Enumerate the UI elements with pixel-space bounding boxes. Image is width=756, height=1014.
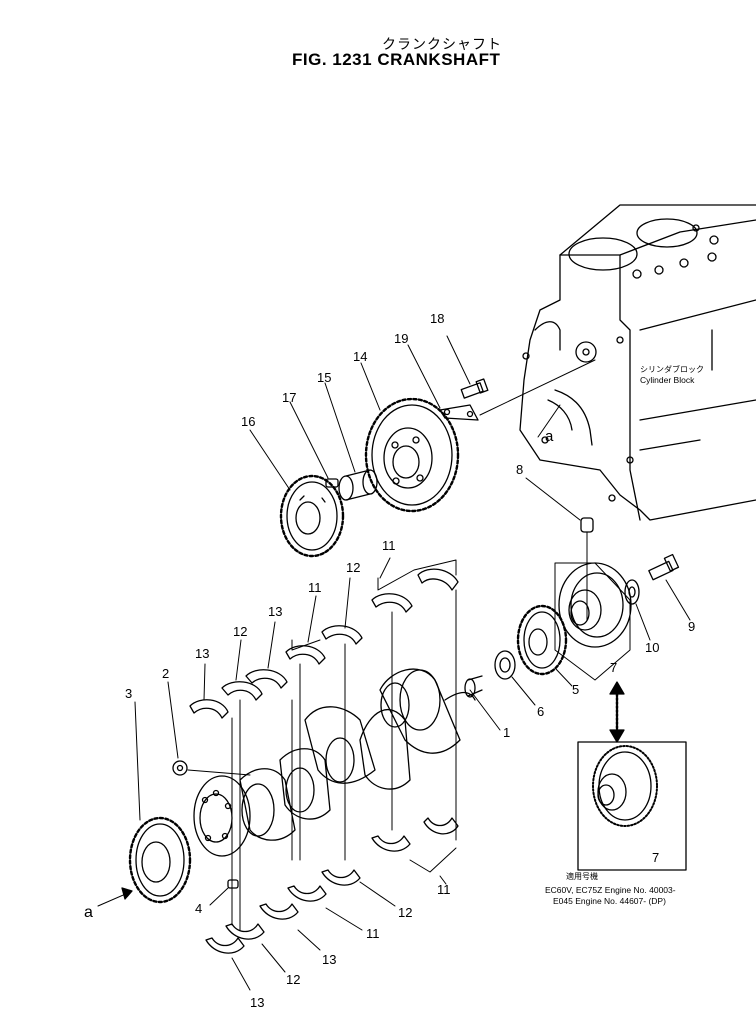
part-18-bolt [446,335,489,399]
part-19-lock-plate [407,344,479,421]
part-5-crank-gear [516,604,573,687]
callout-13-left: 13 [195,646,209,661]
cylinder-block-label: Cylinder Block [640,375,695,385]
view-marker-a-left: a [84,904,93,921]
callout-11-top: 11 [382,538,396,553]
callout-17: 17 [282,390,296,405]
callout-1: 1 [503,725,510,740]
callout-12-top: 12 [346,560,360,575]
callout-3: 3 [125,686,132,701]
callout-7-upper: 7 [610,660,617,675]
part-4-key [209,879,239,906]
callout-15: 15 [317,370,331,385]
part-7-pulley-lower [577,741,687,871]
applicability-line-2: E045 Engine No. 44607- (DP) [553,896,666,906]
title-japanese: クランクシャフト [382,37,502,53]
view-marker-a-block: a [545,428,554,445]
callout-12-bottom: 12 [286,972,300,987]
callout-10: 10 [645,640,659,655]
callout-6: 6 [537,704,544,719]
part-7-pulley-upper [554,562,632,681]
callout-11-bottom: 11 [437,882,451,897]
callout-19: 19 [394,331,408,346]
cylinder-block [519,204,756,521]
cylinder-block-label-jp: シリンダブロック [640,364,704,374]
callout-11-mid: 11 [308,580,322,595]
part-2-plug [167,681,251,776]
callout-4: 4 [195,901,202,916]
applicability-line-1: EC60V, EC75Z Engine No. 40003- [545,885,676,895]
callout-8: 8 [516,462,523,477]
part-17-key [289,401,339,488]
callout-5: 5 [572,682,579,697]
callout-12-lower: 12 [398,905,412,920]
part-9-bolt [648,553,691,621]
part-3-gear [128,701,192,904]
callout-2: 2 [162,666,169,681]
interchange-arrow [609,681,625,743]
figure-title: FIG. 1231 CRANKSHAFT [292,50,501,69]
callout-13-lower: 13 [322,952,336,967]
callout-9: 9 [688,619,695,634]
callout-14: 14 [353,349,367,364]
view-a-arrow [97,887,133,907]
callout-7-lower: 7 [652,850,659,865]
callout-11-lower: 11 [366,926,380,941]
callout-16: 16 [241,414,255,429]
part-16-gear [249,429,345,558]
callout-13-bottom: 13 [250,995,264,1010]
applicability-heading-jp: 適用号機 [566,871,598,881]
part-callouts: 1 2 3 4 5 6 7 7 8 9 10 11 11 11 11 12 12… [84,311,704,1010]
part-14-idler-gear [360,362,460,513]
part-15-bushing [324,382,378,501]
main-bearing-upper-set [189,557,459,931]
callout-12-left: 12 [233,624,247,639]
part-6-washer [494,650,536,706]
main-bearing-lower-set [205,817,459,991]
callout-18: 18 [430,311,444,326]
callout-13-top: 13 [268,604,282,619]
